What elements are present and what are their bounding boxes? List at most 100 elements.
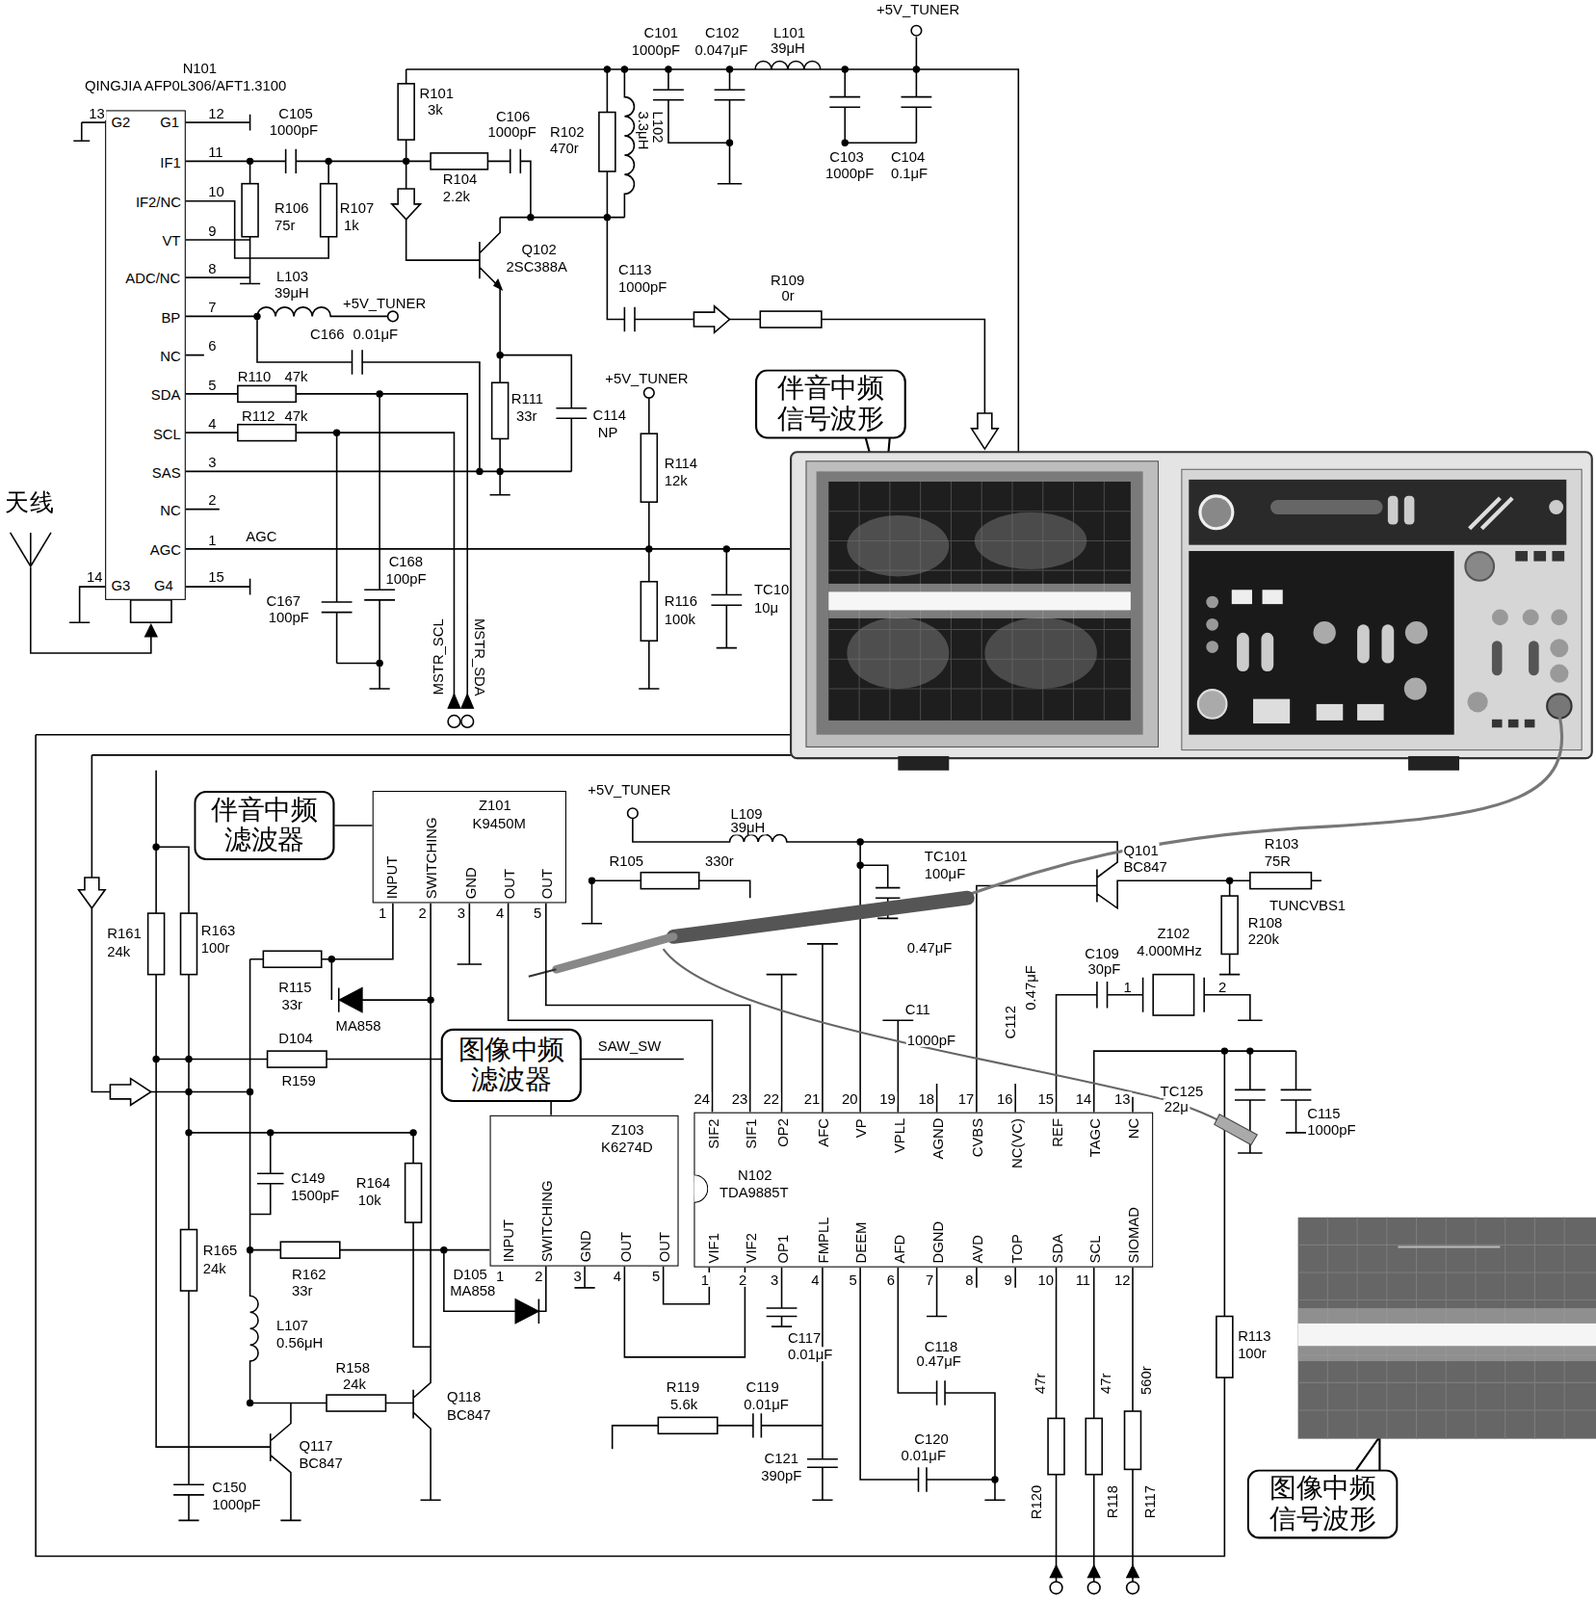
component-label: 5 — [207, 377, 217, 393]
connector-wire — [624, 1265, 745, 1357]
component-label: 0.01μF — [352, 326, 400, 341]
component-label: MA858 — [448, 1283, 497, 1299]
component-label: 17 — [957, 1091, 976, 1106]
component-label: 0.01μF — [786, 1346, 835, 1361]
component-label: Q101 — [1122, 842, 1159, 858]
component-label: 20 — [840, 1091, 860, 1106]
connector-wire — [335, 824, 373, 827]
component-label: 3.3μH — [636, 109, 652, 151]
component-label: TC101 — [923, 848, 969, 864]
component-label: 1000pF — [630, 42, 681, 57]
component-label: 39μH — [769, 40, 807, 55]
tuner-box: G2G1IF1IF2/NCVTADC/NCBPNCSDASCLSASNCAGCG… — [104, 109, 186, 600]
callout-bubble: 图像中频 信号波形 — [1247, 1468, 1399, 1539]
pin-name: SCL — [1087, 1235, 1102, 1264]
pin-name: NC — [159, 502, 181, 518]
component-label: 12 — [207, 105, 226, 121]
component-label: 0.47μF — [915, 1354, 963, 1369]
component-label: C105 — [277, 105, 314, 121]
component-label: L107 — [275, 1318, 310, 1334]
component-label: 5 — [651, 1269, 661, 1284]
component-label: 0.01μF — [742, 1396, 790, 1412]
component-label: 15 — [1036, 1091, 1055, 1106]
connector-wire — [663, 1265, 710, 1304]
component-label: L101 — [772, 25, 807, 40]
component-label: R111 — [510, 392, 545, 407]
pin-name: NC — [159, 348, 181, 364]
component-label: 100k — [663, 612, 697, 628]
component-label: R115 — [277, 979, 313, 995]
component-label: 12 — [1113, 1272, 1132, 1287]
filter-box: INPUTSWITCHINGGNDOUTOUTZ101K9450M — [372, 790, 567, 904]
component-label: 47k — [284, 409, 310, 424]
component-label: 24 — [692, 1091, 711, 1106]
pin-name: GND — [463, 866, 478, 899]
component-label: 6 — [886, 1272, 896, 1287]
component-label: 4 — [612, 1269, 623, 1284]
pin-name: N102 — [737, 1167, 772, 1182]
ic-notch — [693, 1174, 708, 1204]
component-label: N101 — [182, 61, 219, 77]
pin-name: G2 — [110, 115, 131, 131]
component-label: 1000pF — [617, 279, 668, 294]
component-label: 330r — [704, 854, 735, 869]
component-label: C101 — [642, 25, 680, 40]
component-label: 24k — [341, 1376, 367, 1391]
component-symbols — [78, 25, 1312, 1594]
component-label: 2.2k — [442, 188, 471, 204]
component-label: C102 — [704, 25, 741, 40]
component-label: R163 — [200, 923, 237, 939]
pin-name: VT — [161, 234, 181, 249]
component-label: QINGJIA AFP0L306/AFT1.3100 — [83, 78, 288, 94]
pin-name: K6274D — [601, 1139, 654, 1154]
component-label: C109 — [1083, 945, 1121, 961]
component-label: 12k — [663, 473, 689, 489]
component-label: R102 — [549, 124, 586, 139]
component-label: L102 — [651, 109, 666, 144]
component-label: 11 — [1074, 1272, 1093, 1287]
component-label: R116 — [663, 594, 699, 609]
component-label: 0.01μF — [899, 1447, 947, 1463]
component-label: MA858 — [335, 1018, 383, 1033]
component-label: 7 — [924, 1272, 935, 1287]
component-label: +5V_TUNER — [603, 371, 689, 387]
component-label: 22 — [761, 1091, 781, 1106]
pin-name: SAS — [152, 465, 182, 480]
pin-name: TAGC — [1087, 1118, 1102, 1157]
component-label: 1000pF — [486, 124, 537, 139]
component-label: NP — [597, 425, 620, 441]
pin-name: G4 — [154, 578, 174, 594]
component-label: 3 — [456, 906, 467, 921]
pin-name: OUT — [501, 868, 517, 899]
component-label: 3k — [426, 102, 445, 117]
pin-name: VPLL — [891, 1118, 907, 1153]
component-label: 3 — [207, 454, 217, 470]
component-label: 1 — [377, 906, 388, 921]
component-label: BC847 — [1122, 859, 1168, 874]
component-label: 3 — [572, 1269, 582, 1284]
component-label: TUNCVBS1 — [1268, 897, 1347, 913]
component-label: 47k — [284, 368, 310, 384]
component-label: 1000pF — [824, 166, 875, 182]
component-label: R117 — [1143, 1484, 1158, 1519]
component-label: C150 — [210, 1479, 248, 1494]
pin-name: TOP — [1009, 1233, 1024, 1263]
pin-name: AFD — [891, 1234, 907, 1264]
component-label: Q118 — [445, 1389, 482, 1405]
component-label: 9 — [207, 223, 217, 238]
component-label: 1 — [700, 1272, 710, 1287]
component-label: MSTR_SDA — [472, 617, 488, 698]
waveform-picture — [1298, 1217, 1596, 1440]
component-label: 0.47μF — [1023, 964, 1039, 1012]
component-label: 4 — [810, 1272, 820, 1287]
callout-text: 伴音中频 信号波形 — [770, 373, 890, 435]
pin-name: INPUT — [500, 1219, 516, 1262]
component-label: C113 — [617, 261, 653, 277]
component-label: R101 — [418, 85, 455, 101]
component-label: TC125 — [1159, 1083, 1205, 1099]
component-label: 10 — [207, 184, 226, 200]
component-label: 47r — [1098, 1372, 1113, 1396]
component-label: 2SC388A — [504, 259, 569, 274]
component-label: C114 — [591, 408, 627, 423]
